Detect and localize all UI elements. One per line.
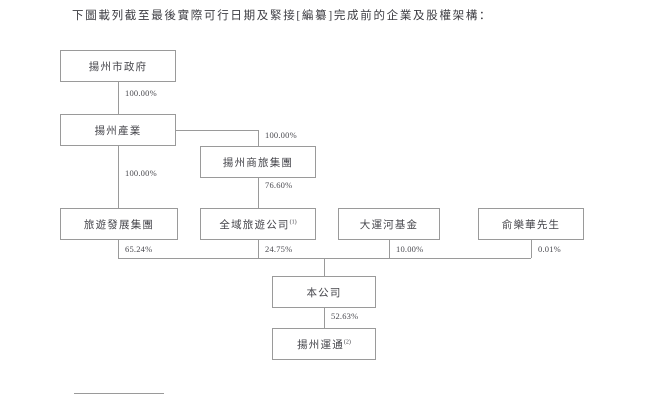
node-label: 揚州產業 [94, 125, 142, 137]
connector-tourism-dev-stem [118, 240, 119, 258]
percent-government-to-industry: 100.00% [124, 88, 158, 98]
node-yangzhou-industry: 揚州產業 [60, 114, 176, 146]
connector-industry-to-btg-horizontal [176, 130, 258, 131]
percent-tourism-dev-to-company: 65.24% [124, 244, 154, 254]
percent-yu-lehua-to-company: 0.01% [537, 244, 562, 254]
node-grand-canal-fund: 大運河基金 [338, 208, 440, 240]
connector-grand-canal-stem [389, 240, 390, 258]
connector-bus-to-company [324, 258, 325, 276]
intro-paragraph: 下圖載列截至最後實際可行日期及緊接[編纂]完成前的企業及股權架構： [72, 10, 493, 22]
connector-industry-to-btg-vertical [258, 130, 259, 146]
node-tourism-development-group: 旅遊發展集團 [60, 208, 178, 240]
node-label: 揚州商旅集團 [222, 157, 294, 169]
percent-industry-to-tourism-dev: 100.00% [124, 168, 158, 178]
footnote-separator [74, 393, 164, 394]
percent-quanyu-to-company: 24.75% [264, 244, 294, 254]
connector-yu-lehua-stem [531, 240, 532, 258]
percent-company-to-yuntong: 52.63% [330, 311, 360, 321]
node-label: 揚州市政府 [88, 61, 148, 73]
connector-quanyu-stem [258, 240, 259, 258]
connector-industry-to-tourism-dev [118, 146, 119, 208]
node-label: 俞樂華先生 [501, 219, 561, 231]
node-label: 全域旅遊公司(1) [219, 219, 297, 231]
node-label: 揚州運通(2) [297, 339, 351, 351]
percent-btg-to-quanyu: 76.60% [264, 180, 294, 190]
node-the-company: 本公司 [272, 276, 376, 308]
percent-grand-canal-to-company: 10.00% [395, 244, 425, 254]
node-label: 大運河基金 [359, 219, 419, 231]
node-yangzhou-municipal-government: 揚州市政府 [60, 50, 176, 82]
percent-industry-to-btg: 100.00% [264, 130, 298, 140]
connector-government-to-industry [118, 82, 119, 114]
node-mr-yu-lehua: 俞樂華先生 [478, 208, 584, 240]
connector-btg-to-quanyu [258, 178, 259, 208]
node-label: 旅遊發展集團 [83, 219, 155, 231]
connector-company-to-yuntong [324, 308, 325, 328]
node-quanyu-tourism-company: 全域旅遊公司(1) [200, 208, 316, 240]
node-yangzhou-yuntong: 揚州運通(2) [272, 328, 376, 360]
node-label: 本公司 [306, 287, 342, 299]
node-yangzhou-business-travel-group: 揚州商旅集團 [200, 146, 316, 178]
